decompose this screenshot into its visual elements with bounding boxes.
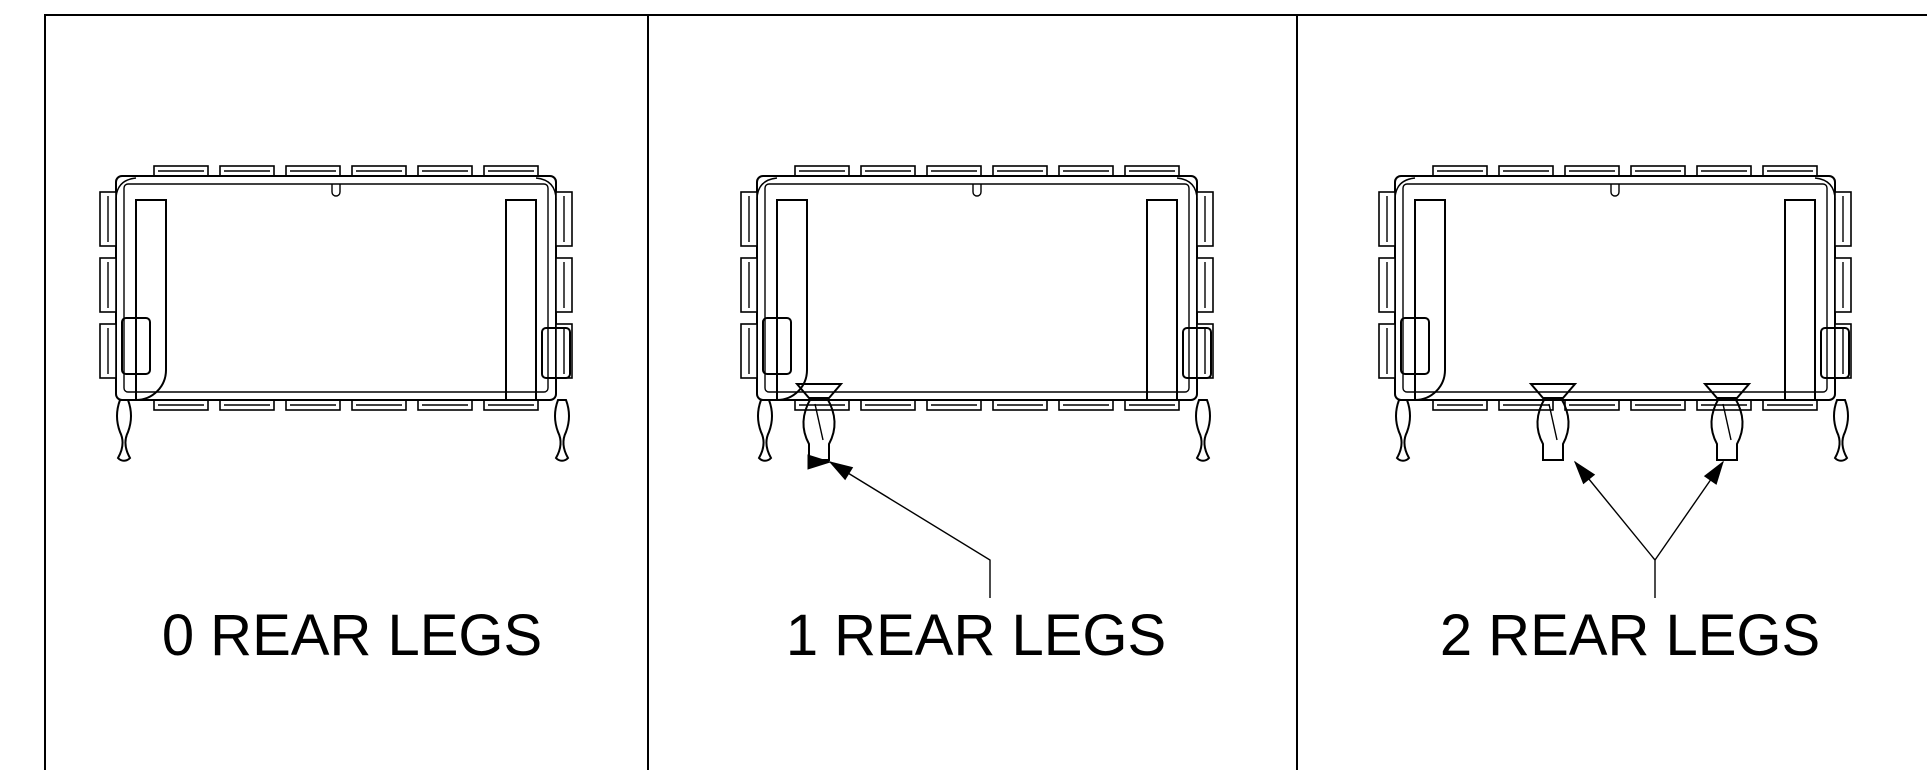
left-latch-tab [121,317,151,375]
rear-leg-detail [1722,403,1732,441]
corner-bend [1176,177,1198,201]
housing-inner [1402,183,1828,393]
center-notch [972,184,982,197]
left-latch-arm [1414,199,1446,402]
left-latch-arm [135,199,167,402]
left-latch-arm [776,199,808,402]
left-latch-tab [1400,317,1430,375]
corner-bend [115,177,137,201]
panel-2-rear-legs [1378,165,1852,598]
panel-2-label: 2 REAR LEGS [1440,603,1820,668]
leader-arrowhead [1573,460,1596,485]
panel-1-label: 1 REAR LEGS [786,603,1166,668]
housing-inner [123,183,549,393]
panel-0-label: 0 REAR LEGS [162,603,542,668]
corner-bend [1814,177,1836,201]
left-latch-tab [762,317,792,375]
leader-path [829,461,991,598]
leader-line [807,454,991,598]
connector-body [99,165,573,462]
corner-bend [535,177,557,201]
leader-arrowhead [828,461,854,481]
rear-leg [1710,397,1744,461]
right-latch-tab [1182,327,1212,379]
right-latch-arm [1784,199,1816,401]
right-latch-tab [1820,327,1850,379]
connector-body [1378,165,1852,462]
panel-1-rear-legs [740,165,1214,598]
front-leg [554,399,570,462]
connector-body [740,165,1214,462]
right-latch-tab [541,327,571,379]
leader-path [1574,461,1656,598]
center-notch [1610,184,1620,197]
rear-leg [1536,397,1570,461]
corner-bend [756,177,778,201]
rear-leg-detail [1548,403,1558,441]
rear-leg-base [1702,383,1752,399]
panel-0-rear-legs [99,165,573,462]
sheet-frame [44,14,1927,770]
leader-arrowhead [807,454,832,470]
right-latch-arm [1146,199,1178,401]
front-leg [1195,399,1211,462]
housing-outline [115,175,557,401]
housing-inner [764,183,1190,393]
front-leg [1395,399,1411,462]
front-leg [757,399,773,462]
front-leg [1833,399,1849,462]
housing-outline [756,175,1198,401]
front-leg [116,399,132,462]
rear-leg-base [1528,383,1578,399]
center-notch [331,184,341,197]
right-latch-arm [505,199,537,401]
housing-outline [1394,175,1836,401]
leader-arrowhead [1703,460,1724,485]
corner-bend [1394,177,1416,201]
leader-line [1573,460,1724,598]
rear-leg-base [794,383,844,399]
rear-leg-detail [814,403,824,441]
rear-leg [802,397,836,461]
